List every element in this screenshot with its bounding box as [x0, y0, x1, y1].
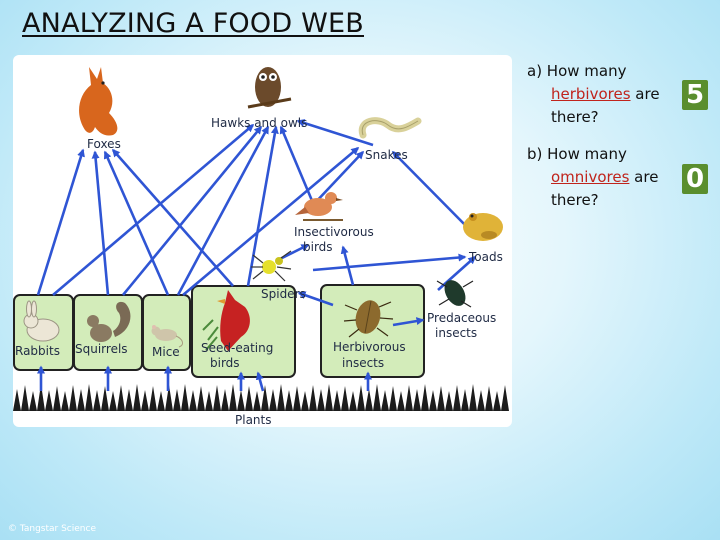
owl-icon	[247, 67, 292, 109]
question-a-end: there?	[551, 108, 599, 126]
question-b-end: there?	[551, 191, 599, 209]
label-seed-eating-2: birds	[210, 356, 240, 370]
herbivore-boxes	[13, 284, 425, 378]
label-herbivorous-1: Herbivorous	[333, 340, 406, 354]
question-b-prefix: b) How many	[527, 145, 627, 163]
question-b: b) How many omnivores are there?	[527, 143, 658, 212]
question-a-prefix: a) How many	[527, 62, 627, 80]
cardinal-icon	[202, 290, 250, 351]
squirrel-icon	[87, 301, 131, 342]
question-b-keyword: omnivores	[551, 168, 630, 186]
rabbit-icon	[23, 300, 60, 342]
copyright-credit: © Tangstar Science	[8, 524, 96, 534]
insectivorous-bird-icon	[295, 192, 343, 221]
label-herbivorous-2: insects	[342, 356, 384, 370]
fox-icon	[79, 67, 118, 136]
toad-icon	[463, 213, 503, 241]
label-foxes: Foxes	[87, 137, 121, 151]
label-mice: Mice	[152, 345, 180, 359]
label-hawks-owls: Hawks and owls	[211, 116, 307, 130]
label-plants: Plants	[235, 413, 272, 427]
answer-b-badge: 0	[682, 164, 708, 194]
question-b-suffix: are	[629, 168, 659, 186]
beetle-icon	[343, 300, 394, 338]
spider-icon	[251, 250, 292, 282]
label-predaceous-1: Predaceous	[427, 311, 496, 325]
label-predaceous-2: insects	[435, 326, 477, 340]
label-snakes: Snakes	[365, 148, 408, 162]
label-toads: Toads	[468, 250, 503, 264]
question-a-keyword: herbivores	[551, 85, 631, 103]
predaceous-insect-icon	[436, 280, 474, 308]
answer-a-badge: 5	[682, 80, 708, 110]
food-web-arrows	[36, 119, 477, 392]
snake-icon	[358, 117, 422, 139]
label-insectivorous-2: birds	[303, 240, 333, 254]
label-squirrels: Squirrels	[75, 342, 128, 356]
question-a-suffix: are	[630, 85, 660, 103]
food-web-diagram: Foxes Hawks and owls Snakes Insectivorou…	[13, 55, 512, 427]
food-web-svg: Foxes Hawks and owls Snakes Insectivorou…	[13, 67, 512, 427]
question-a: a) How many herbivores are there?	[527, 60, 660, 129]
label-rabbits: Rabbits	[15, 344, 60, 358]
label-insectivorous-1: Insectivorous	[294, 225, 374, 239]
label-seed-eating-1: Seed-eating	[201, 341, 273, 355]
mouse-icon	[151, 325, 184, 348]
label-spiders: Spiders	[261, 287, 306, 301]
page-title: ANALYZING A FOOD WEB	[22, 8, 364, 39]
grass-strip	[13, 384, 512, 411]
